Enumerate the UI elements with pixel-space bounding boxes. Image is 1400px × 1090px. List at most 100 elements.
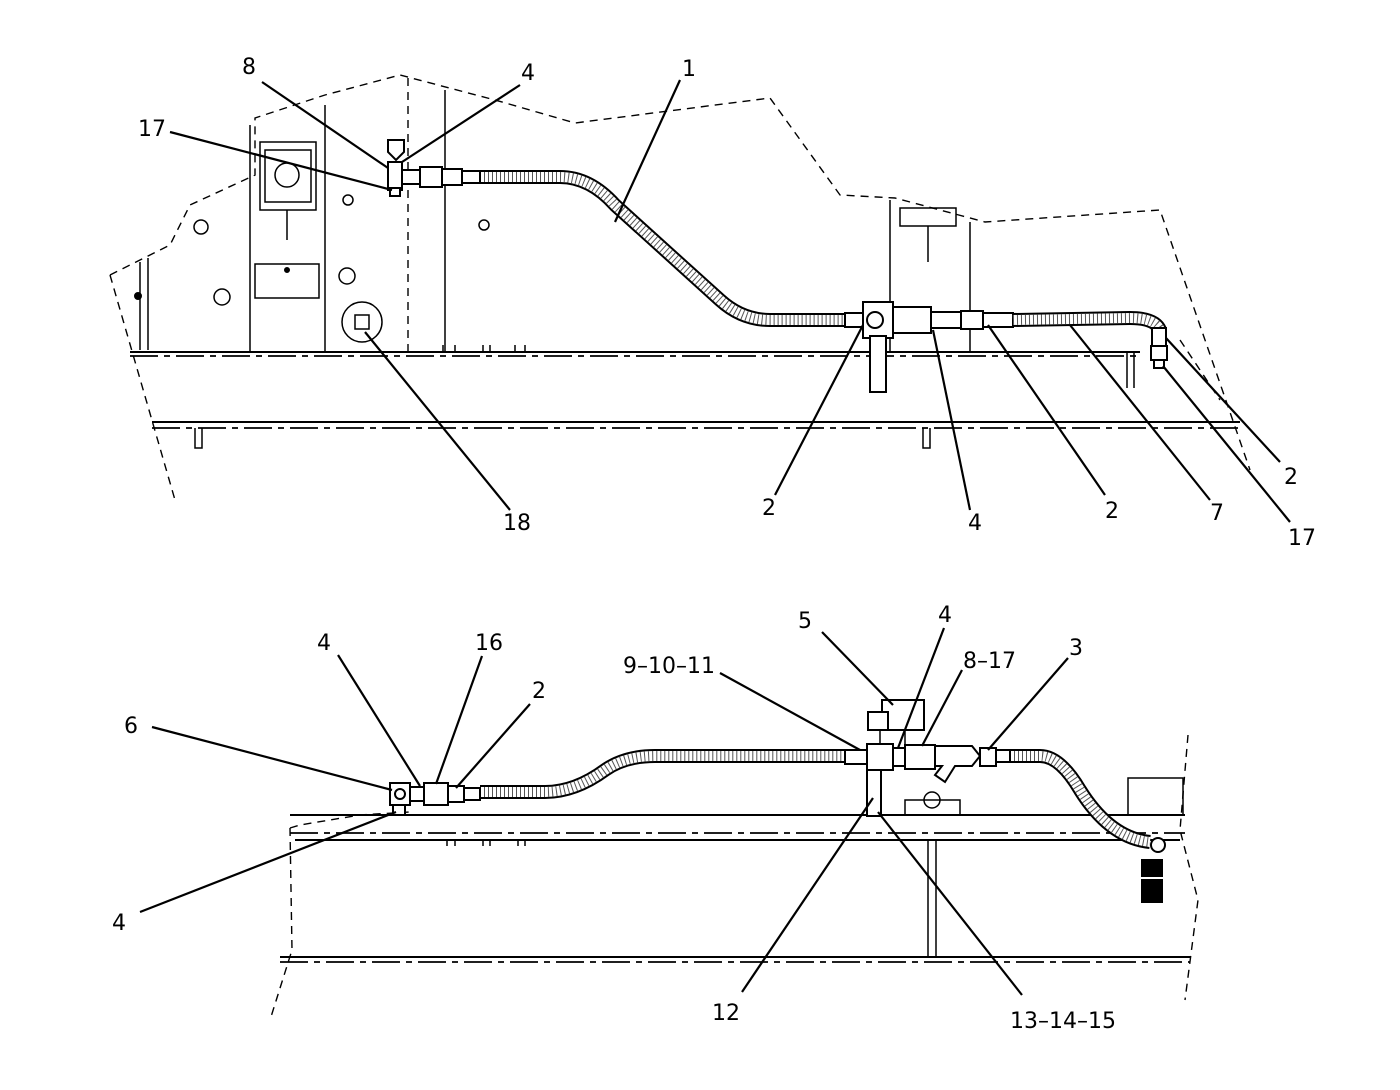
callout-label: 9–10–11 [623, 654, 715, 679]
mount-bracket-12 [866, 769, 882, 817]
callout-label: 5 [798, 609, 812, 634]
callout-label: 3 [1069, 636, 1083, 661]
top-panel-upper-inner [264, 149, 312, 203]
leader-4a [401, 84, 521, 163]
center-valve-knob [866, 311, 884, 329]
bottom-support-post [927, 840, 937, 957]
hose-end-left [461, 170, 481, 184]
top-panel-dot [284, 267, 290, 273]
callout-label: 2 [1105, 499, 1119, 524]
top-view [109, 74, 1251, 501]
hose-bottom-left-fill [480, 751, 845, 797]
callout-label: 4 [317, 631, 331, 656]
leader-7 [1069, 324, 1211, 501]
right-plug-17 [1153, 359, 1165, 369]
top-hole [478, 219, 490, 231]
callout-label: 2 [1284, 465, 1298, 490]
right-nut [1150, 345, 1168, 361]
leader-18 [364, 331, 511, 511]
elbow-6-port [394, 788, 406, 800]
bottom-support-base [904, 799, 961, 816]
coupling-16 [423, 782, 449, 806]
leader-2d [455, 703, 531, 789]
valve-body-center [866, 743, 894, 771]
block-8-17 [904, 744, 936, 770]
callout-label: 13–14–15 [1010, 1009, 1116, 1034]
center-valve-block [892, 306, 932, 334]
top-hole [342, 194, 354, 206]
adapter-4-center [892, 747, 906, 767]
callout-label: 4 [938, 603, 952, 628]
bottom-callouts: 6 4 16 2 4 5 4 9–10–11 8–17 3 12 13–14–1… [112, 603, 1116, 1034]
leader-4c [337, 654, 421, 787]
top-right-bracket [899, 207, 957, 227]
right-elbow [1151, 327, 1167, 347]
center-bracket [869, 335, 887, 393]
leader-12 [741, 797, 874, 993]
leader-9-10-11 [719, 672, 861, 751]
top-rail-legs [194, 428, 931, 449]
center-adapter [930, 311, 962, 329]
leader-8 [261, 81, 389, 169]
top-panel-upper [259, 141, 317, 211]
hose-end-right [995, 749, 1011, 763]
tee-fitting-8 [387, 161, 403, 191]
leader-4d [139, 810, 397, 914]
coupling-9-10-11 [844, 749, 868, 765]
top-right-legs [1126, 352, 1135, 388]
bottom-body-outline [289, 811, 411, 829]
bottom-support-knob [923, 791, 941, 809]
top-hole [338, 267, 356, 285]
callout-label: 6 [124, 714, 138, 739]
top-panel-gauge [274, 162, 300, 188]
hose-1-fill [480, 172, 845, 325]
adapter-left [401, 169, 421, 185]
leader-16 [434, 655, 484, 785]
callout-label: 12 [712, 1001, 740, 1026]
plug-4-bottom [392, 804, 406, 816]
leader-17a [169, 130, 393, 192]
callout-label: 17 [138, 117, 166, 142]
bottom-right-edge [1179, 734, 1199, 1001]
callout-label: 4 [112, 911, 126, 936]
bottom-leaders [139, 627, 1069, 996]
hose-bottom-left [480, 749, 845, 799]
bottom-rail-bolts [446, 840, 526, 846]
leader-1 [613, 79, 682, 223]
center-coupling [844, 312, 864, 328]
actuator-5-top [867, 711, 889, 731]
leader-4e [896, 627, 946, 749]
callout-label: 17 [1288, 526, 1316, 551]
top-left-edge [109, 274, 176, 501]
bottom-right-fitting [1150, 837, 1166, 853]
leader-6 [151, 725, 393, 792]
leader-4b [931, 329, 972, 511]
valve-cap-4 [387, 139, 405, 162]
bottom-right-label-1 [1141, 859, 1163, 877]
callout-label: 4 [521, 61, 535, 86]
leader-5 [821, 631, 894, 706]
callout-label: 2 [762, 496, 776, 521]
strainer-3 [933, 745, 982, 784]
bottom-left-edge [269, 827, 293, 1021]
leader-3 [987, 657, 1069, 751]
adapter-4 [409, 786, 425, 802]
top-hole [213, 288, 231, 306]
top-callouts: 8 4 1 17 18 2 4 2 7 2 17 [138, 55, 1316, 551]
top-leaders [169, 79, 1291, 523]
top-hole [193, 219, 209, 235]
nut-2 [447, 785, 465, 803]
cover-plate-18 [341, 301, 383, 343]
cover-plate-18-square [354, 314, 370, 330]
callout-label: 18 [503, 511, 531, 536]
coupling-left [441, 168, 463, 186]
bottom-right-box [1127, 777, 1184, 816]
callout-label: 16 [475, 631, 503, 656]
callout-label: 8 [242, 55, 256, 80]
callout-label: 2 [532, 679, 546, 704]
leader-8-17 [921, 669, 963, 747]
top-frame-line [249, 90, 446, 352]
top-rail-tabs [442, 345, 526, 352]
strainer-nut [979, 747, 997, 767]
